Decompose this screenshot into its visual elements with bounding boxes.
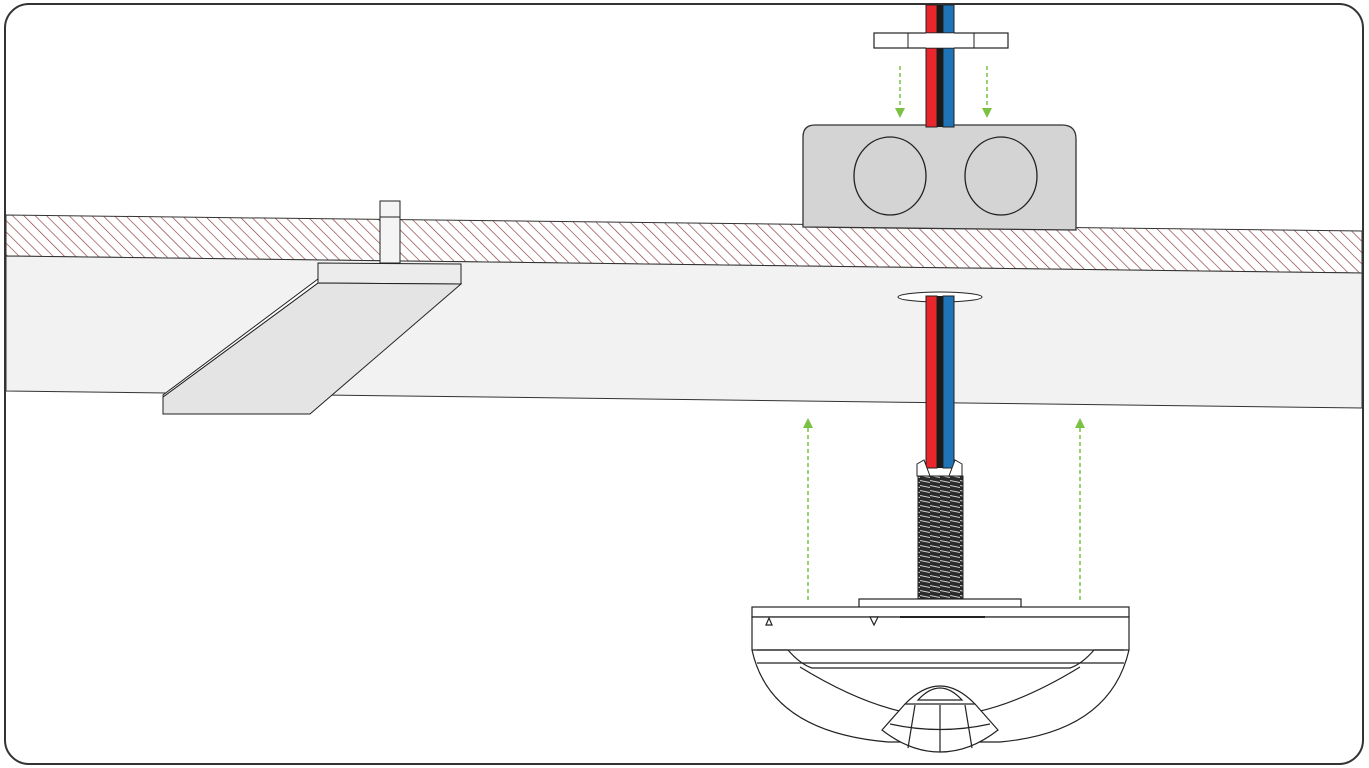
cable-bundle-upper bbox=[925, 4, 955, 128]
install-direction-arrow-down bbox=[899, 66, 988, 108]
knockout-hole bbox=[853, 136, 927, 216]
junction-box bbox=[802, 124, 1077, 231]
threaded-conduit bbox=[916, 459, 964, 601]
arrow-head bbox=[895, 108, 905, 118]
arrow-head bbox=[1075, 418, 1085, 428]
sensor-top-plate bbox=[751, 606, 1130, 618]
knockout-hole bbox=[964, 136, 1038, 216]
ceiling-sensor bbox=[751, 598, 1130, 753]
lock-nut bbox=[873, 32, 1009, 49]
sensor-dome bbox=[751, 616, 1130, 743]
arrow-head bbox=[803, 418, 813, 428]
cable-bundle-lower bbox=[925, 295, 955, 469]
t-bar-rail bbox=[162, 200, 463, 415]
arrow-head bbox=[982, 108, 992, 118]
install-direction-arrow-up bbox=[807, 428, 1081, 600]
